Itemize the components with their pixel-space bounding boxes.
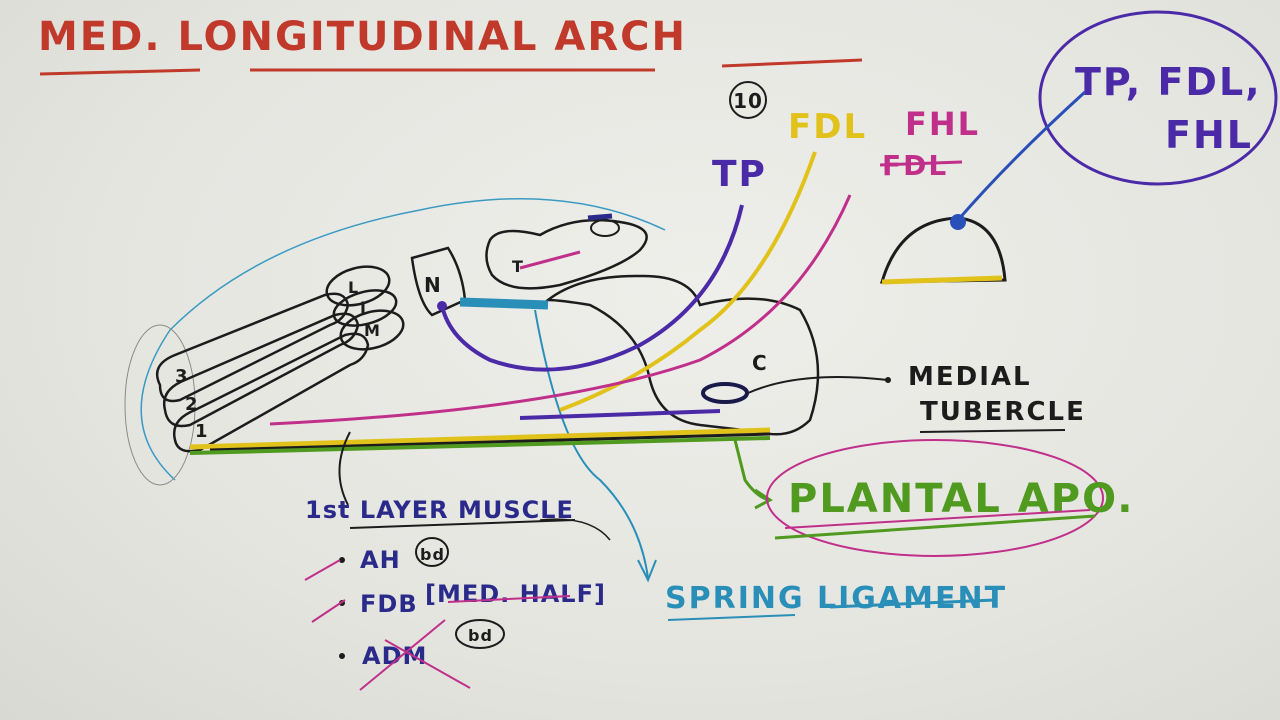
talus-label: T [512,257,524,276]
plantal-apo-ellipse [766,439,1104,557]
talus-mark [587,213,613,221]
first-layer-bracket [539,518,611,541]
talus-bone [485,218,648,290]
medial-tubercle-underline [919,429,1066,433]
inset-arch-base [881,275,1003,285]
list-fdb: FDB [360,590,418,618]
inset-arch-apex [950,214,966,230]
cuneiforms [325,265,405,351]
first-layer-underline [349,519,576,529]
diagram-title: MED. LONGITUDINAL ARCH [38,14,687,60]
list-ah-tag: bd [420,545,445,564]
crossout-line [879,160,963,167]
medial-tubercle-text-1: MEDIAL [908,362,1032,392]
medial-tubercle-text-2: TUBERCLE [920,397,1086,427]
sole-yellow [189,427,771,450]
cross-adm-1 [359,619,446,691]
navicular-label: N [424,273,442,297]
title-underline-1 [39,68,201,76]
cross-adm-2 [384,639,471,689]
cuneiform-intermediate [332,289,398,327]
calcaneus-label: C [752,351,768,375]
spring-ligament-text: SPRING LIGAMENT [665,581,1007,616]
plantal-apo-underline-2 [784,509,1091,529]
label-fdl: FDL [788,107,867,147]
tubercle-pointer [747,376,889,394]
cuneiform-lateral [325,265,391,307]
spring-ligament-underline-2 [829,598,996,609]
spring-ligament-arrow [637,559,657,583]
toe-outline [124,324,196,486]
inset-ellipse [1038,10,1278,186]
list-adm-tag: bd [468,626,493,645]
cuneiform-label-i: I [360,298,367,317]
plantal-apo-text: PLANTAL APO. [788,476,1134,522]
list-ah-tag-circle [415,537,449,567]
title-underline-3 [721,58,863,68]
meta-label-1: 1 [195,421,209,442]
first-layer-pointer [338,431,351,506]
label-fhl: FHL [905,105,980,143]
page-number-circle [729,81,767,119]
page-number: 10 [733,89,763,113]
tick-fdb [311,599,346,623]
cuneiform-label-m: M [364,321,381,340]
cuneiform-label-l: L [348,278,359,297]
spring-ligament-pointer [534,309,649,579]
list-fdb-note-underline [447,595,571,603]
first-layer-text: 1st LAYER MUSCLE [305,496,574,524]
tubercle-pointer-dot [885,377,891,383]
tendon-fhl [269,194,852,426]
medial-tubercle-mark [701,382,749,404]
inset-pointer [956,90,1087,221]
inset-text-1: TP, FDL, [1075,60,1262,104]
list-bullet-3 [339,653,345,659]
list-ah: AH [360,546,401,574]
inset-text-2: FHL [1165,113,1253,157]
tendon-tp-insertion [437,301,447,311]
tendon-tp-sole [519,409,721,420]
list-fdb-note: [MED. HALF] [425,580,606,608]
list-adm-tag-circle [455,619,505,649]
sole-green [189,436,771,455]
metatarsals [155,292,370,453]
foot-outline [140,198,666,481]
plantal-apo-pointer [733,439,769,502]
spring-ligament-underline-1 [667,614,796,621]
list-bullet-1 [339,557,345,563]
list-adm: ADM [362,642,427,670]
tick-ah [304,559,341,581]
cuneiform-medial [339,309,405,351]
tendon-fdl [559,151,817,412]
meta-label-3: 3 [175,366,189,387]
plantal-apo-underline-1 [774,514,1096,540]
talus-head [590,219,620,237]
inset-arch [879,216,1007,284]
spring-ligament-band [459,297,549,310]
calcaneus-bone [544,274,820,436]
plantal-apo-arrow [754,488,773,510]
tendon-tp [440,204,744,372]
talus-magenta-mark [519,250,581,270]
meta-label-2: 2 [185,394,199,415]
sole-black [209,432,771,452]
label-tp: TP [712,154,767,195]
